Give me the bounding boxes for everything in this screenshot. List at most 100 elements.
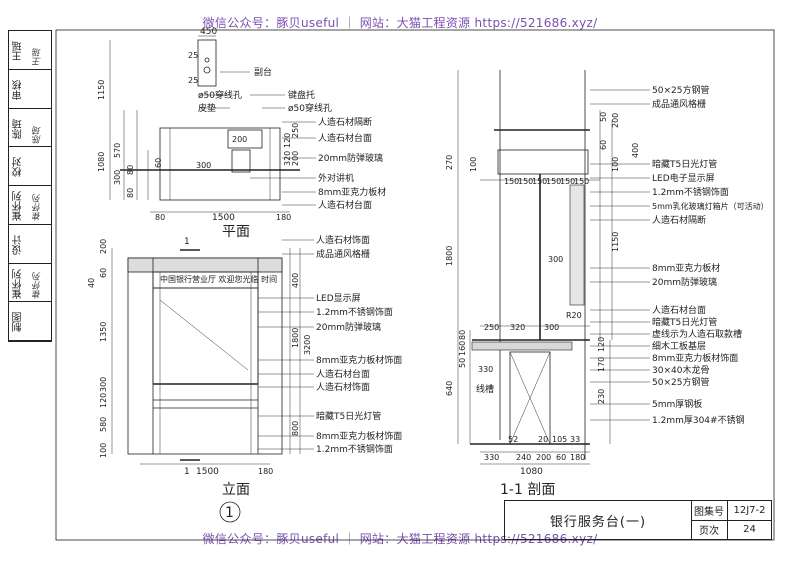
sect-label-2: 暗藏T5日光灯管 xyxy=(652,158,717,170)
sect-caption: 1-1 剖面 xyxy=(500,482,555,498)
elev-label-8: 暗藏T5日光灯管 xyxy=(316,410,381,422)
elev-label-5: 8mm亚克力板材饰面 xyxy=(316,354,402,366)
sect-label-4: 1.2mm不锈钢饰面 xyxy=(652,186,729,198)
sect-label-8: 20mm防弹玻璃 xyxy=(652,276,717,288)
signature-row: 崔怀列崔怀列 xyxy=(9,264,51,303)
elev-label-7: 人造石材饰面 xyxy=(316,381,370,393)
plan-dim-120: 120 xyxy=(283,133,292,148)
signature-strip: 王瑶王瑶审核陈琦陈琦校对崔怀列崔怀列设计崔怀列崔怀列制图 xyxy=(8,30,52,342)
plan-label-0: 副台 xyxy=(254,66,272,78)
sect-dim-52: 52 xyxy=(508,435,518,444)
sect-dim-200b: 200 xyxy=(536,453,551,462)
sect-label-17: 1.2mm厚304#不锈钢 xyxy=(652,414,745,426)
sect-dim-100b: 100 xyxy=(611,157,620,172)
elev-dim-1800: 1800 xyxy=(291,328,300,348)
elev-dim-1350: 1350 xyxy=(99,322,108,342)
elev-screen-text: 中国银行营业厅 欢迎您光临 时间 xyxy=(160,274,277,284)
sect-dim-1800: 1800 xyxy=(445,246,454,266)
sect-dim-80: 80 xyxy=(458,330,467,340)
elev-dim-100: 100 xyxy=(99,443,108,458)
sect-dim-33: 33 xyxy=(570,435,580,444)
elev-dim-40: 40 xyxy=(87,278,96,288)
plan-dim-1150: 1150 xyxy=(97,80,106,100)
plan-dim-1080: 1080 xyxy=(97,152,106,172)
detail-marker-circle xyxy=(219,501,241,523)
page-label: 页次 xyxy=(691,520,728,539)
elev-label-2: LED显示屏 xyxy=(316,293,361,304)
signature-row: 制图 xyxy=(9,302,51,341)
elev-dim-400: 400 xyxy=(291,273,300,288)
sect-label-10: 暗藏T5日光灯管 xyxy=(652,316,717,328)
sheet-border xyxy=(55,29,775,541)
elev-label-1: 成品通风格栅 xyxy=(316,248,370,260)
sect-dim-50: 50 xyxy=(458,358,467,368)
plan-label-2: 皮垫 xyxy=(198,102,216,114)
plan-dim-570: 570 xyxy=(113,143,122,158)
plan-dim-200: 200 xyxy=(232,135,247,144)
elev-dim-200: 200 xyxy=(99,239,108,254)
sect-dim-180: 180 xyxy=(570,453,585,462)
watermark-top: 微信公众号：豚贝useful ｜ 网站：大猫工程资源 https://52168… xyxy=(202,16,598,30)
plan-dim-180: 180 xyxy=(276,213,291,222)
plan-dim-60: 60 xyxy=(154,158,163,168)
sect-label-15: 50×25方钢管 xyxy=(652,376,709,388)
plan-view: 450 1150 1080 570 300 80 25 25 200 300 1… xyxy=(97,27,386,240)
elev-dim-800: 800 xyxy=(291,421,300,436)
sect-dim-105: 105 xyxy=(552,435,567,444)
elev-marker: 1 xyxy=(225,505,234,521)
plan-label-10: 人造石材台面 xyxy=(318,199,372,211)
plan-label-4: ø50穿线孔 xyxy=(288,102,332,114)
sect-label-1: 成品通风格栅 xyxy=(652,98,706,110)
sect-dim-20: 20 xyxy=(538,435,548,444)
sect-dim-300c: 300 xyxy=(544,323,559,332)
watermark-bottom: 微信公众号：豚贝useful ｜ 网站：大猫工程资源 https://52168… xyxy=(202,532,598,546)
signature-row: 陈琦陈琦 xyxy=(9,109,51,148)
plan-label-6: 人造石材台面 xyxy=(318,132,372,144)
plan-label-8: 外对讲机 xyxy=(318,172,354,184)
elev-dim-60: 60 xyxy=(99,268,108,278)
sect-label-5: 5mm乳化玻璃灯箱片（可活动） xyxy=(652,201,769,211)
plan-label-1: ø50穿线孔 xyxy=(198,89,242,101)
sect-dim-270: 270 xyxy=(445,155,454,170)
plan-dim-300: 300 xyxy=(113,170,122,185)
elev-dim-300: 300 xyxy=(99,377,108,392)
elev-section-mark-top: 1 xyxy=(184,237,190,247)
plan-dim-80c: 80 xyxy=(155,213,165,222)
sect-dim-160: 160 xyxy=(458,341,467,356)
sect-label-3: LED电子显示屏 xyxy=(652,172,715,184)
sect-dim-240: 240 xyxy=(516,453,531,462)
sect-dim-60: 60 xyxy=(599,140,608,150)
sect-dim-1150: 1150 xyxy=(611,232,620,252)
sect-dim-50b: 50 xyxy=(599,112,608,122)
plan-dim-80b: 80 xyxy=(126,165,135,175)
atlas-label: 图集号 xyxy=(691,501,728,521)
plan-dim-25b: 25 xyxy=(188,51,198,60)
sect-dim-640: 640 xyxy=(445,381,454,396)
plan-dim-300b: 300 xyxy=(196,161,211,170)
elev-caption: 立面 xyxy=(222,482,250,498)
sect-dim-170: 170 xyxy=(597,357,606,372)
plan-dim-80a: 80 xyxy=(126,188,135,198)
title-block: 银行服务台(一) 图集号 12J7-2 页次 24 xyxy=(504,500,772,540)
plan-label-9: 8mm亚克力板材 xyxy=(318,186,386,198)
signature-row: 审核 xyxy=(9,70,51,109)
elev-label-9: 8mm亚克力板材饰面 xyxy=(316,430,402,442)
elev-dim-120: 120 xyxy=(99,393,108,408)
sect-dim-60b: 60 xyxy=(556,453,566,462)
plan-dim-450: 450 xyxy=(200,27,217,37)
plan-caption: 平面 xyxy=(222,224,250,240)
plan-label-7: 20mm防弹玻璃 xyxy=(318,152,383,164)
sect-dim-150-5: 150 xyxy=(574,177,589,186)
drawing-title: 银行服务台(一) xyxy=(505,501,692,539)
signature-row: 崔怀列崔怀列 xyxy=(9,186,51,225)
sect-dim-330b: 330 xyxy=(484,453,499,462)
sect-dim-150-0: 150 xyxy=(504,177,519,186)
sect-dim-200: 200 xyxy=(611,113,620,128)
signature-row: 王瑶王瑶 xyxy=(9,31,51,70)
sect-dim-150-4: 150 xyxy=(560,177,575,186)
sect-label-11: 虚线示为人造石取款槽 xyxy=(652,328,742,340)
sect-label-12: 细木工板基层 xyxy=(652,340,706,352)
elev-label-10: 1.2mm不锈钢饰面 xyxy=(316,443,393,455)
elev-dim-180: 180 xyxy=(258,467,273,476)
sect-dim-320: 320 xyxy=(510,323,525,332)
